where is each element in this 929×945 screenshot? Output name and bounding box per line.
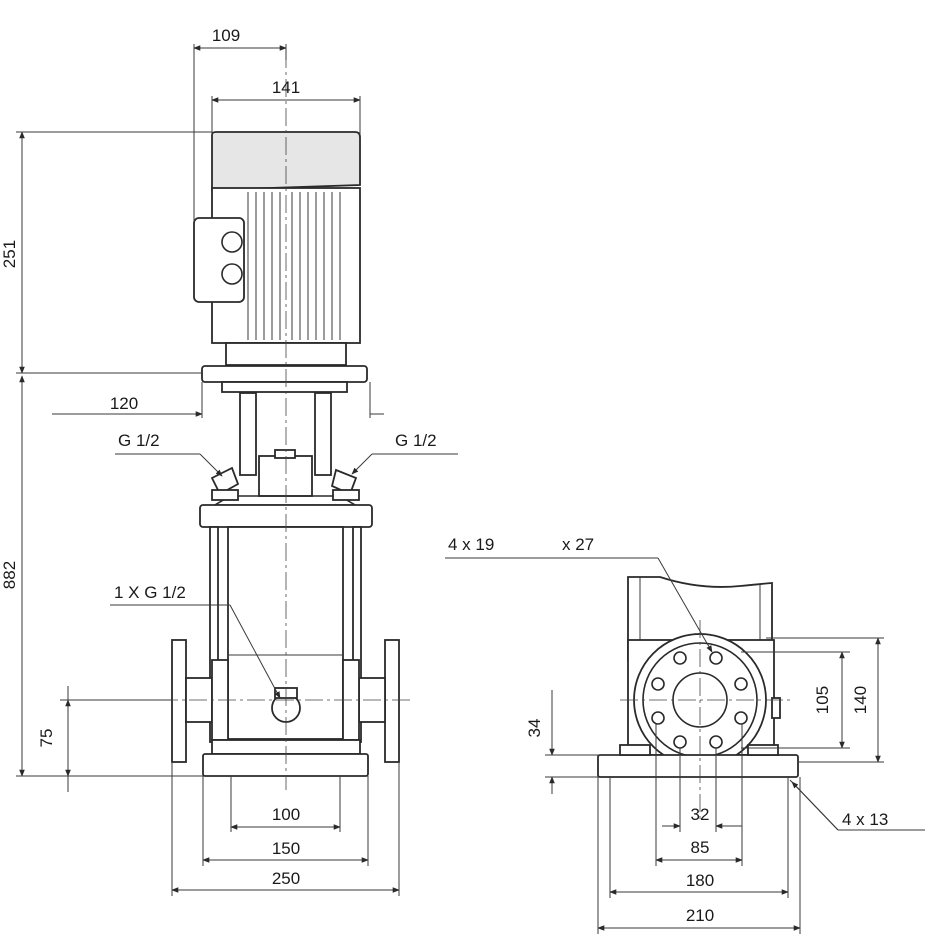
dim-75: 75 xyxy=(37,729,56,748)
pump-head-cap xyxy=(274,449,296,459)
dim-180: 180 xyxy=(686,871,714,890)
vent-nut-right xyxy=(332,489,360,501)
callout-flange-holes-x: x 27 xyxy=(562,535,594,554)
dim-32: 32 xyxy=(691,805,710,824)
dim-105: 105 xyxy=(813,686,832,714)
dim-251: 251 xyxy=(0,240,19,268)
vent-plug-left xyxy=(210,466,240,496)
callout-flange-holes: 4 x 19 xyxy=(448,535,494,554)
coupling-guard-left xyxy=(239,392,257,476)
dim-120: 120 xyxy=(110,394,138,413)
dim-34: 34 xyxy=(525,719,544,738)
motor-cooling-fins xyxy=(247,192,341,340)
dim-141: 141 xyxy=(272,78,300,97)
dim-85: 85 xyxy=(691,838,710,857)
dim-109: 109 xyxy=(212,26,240,45)
cable-gland-icon xyxy=(221,263,243,285)
side-base-foot-right xyxy=(747,744,779,756)
dim-210: 210 xyxy=(686,906,714,925)
coupling xyxy=(210,392,360,506)
outlet-flange-disc xyxy=(384,639,400,763)
callout-vent-left: G 1/2 xyxy=(118,431,160,450)
base-plate xyxy=(202,753,369,777)
motor-stool-flange xyxy=(201,365,368,383)
front-dimensions: 109 141 251 882 75 120 G 1/2 G xyxy=(0,26,458,896)
callout-base-holes: 4 x 13 xyxy=(842,810,888,829)
side-dimensions: 4 x 19 x 27 34 105 140 4 x 13 32 85 xyxy=(445,535,925,934)
inlet-flange-disc xyxy=(171,639,187,763)
dim-250: 250 xyxy=(272,869,300,888)
coupling-guard-right xyxy=(314,392,332,476)
dim-882: 882 xyxy=(0,561,19,589)
callout-vent-right: G 1/2 xyxy=(395,431,437,450)
pump-head-block xyxy=(258,455,313,497)
vent-nut-left xyxy=(211,489,239,501)
motor xyxy=(193,131,368,393)
front-view xyxy=(160,50,410,790)
side-base-foot-left xyxy=(619,744,651,756)
dim-140: 140 xyxy=(851,686,870,714)
cable-gland-icon xyxy=(221,231,243,253)
side-view xyxy=(597,576,799,820)
motor-stool-plate xyxy=(221,381,348,393)
dim-100: 100 xyxy=(272,805,300,824)
side-base-plate xyxy=(597,754,799,778)
callout-drain: 1 X G 1/2 xyxy=(114,583,186,602)
side-drain-boss xyxy=(771,697,781,719)
dim-150: 150 xyxy=(272,839,300,858)
terminal-box xyxy=(193,217,245,303)
